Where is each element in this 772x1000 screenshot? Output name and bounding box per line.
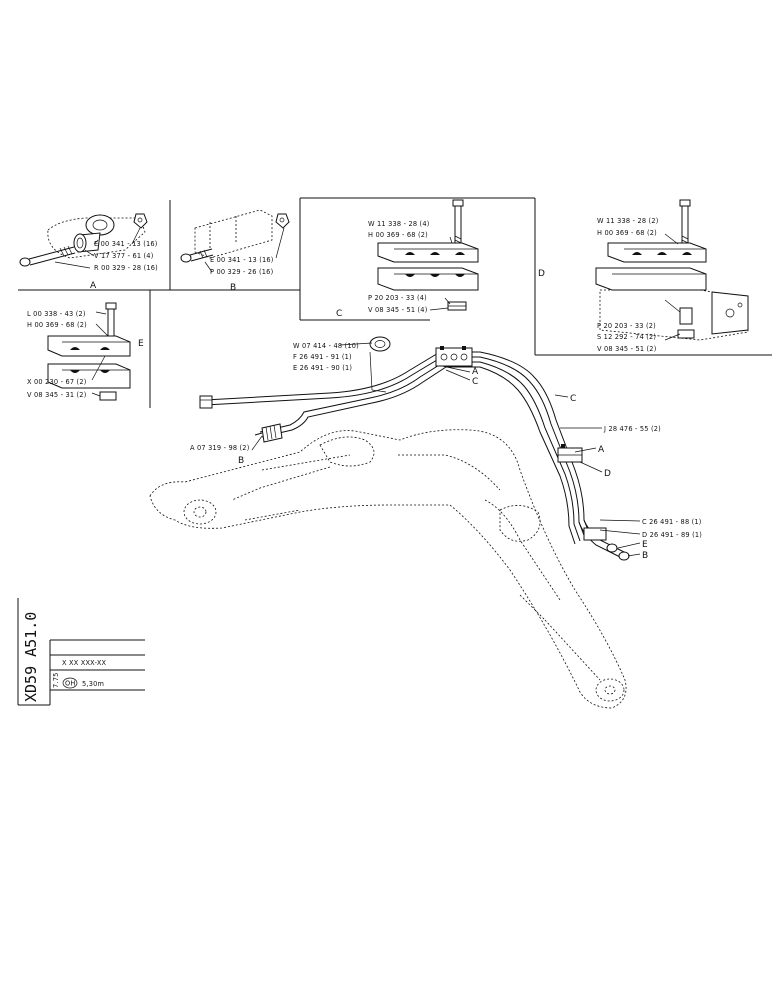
oh-label: OH — [65, 680, 76, 688]
panel-b-bolt — [180, 248, 214, 263]
panel-a-part-3: R 00 329 - 28 (16) — [94, 264, 158, 272]
panel-e-part-3: X 00 230 - 67 (2) — [27, 378, 86, 386]
lower-letter-b: B — [642, 551, 648, 561]
lower-letter-e: E — [642, 540, 648, 550]
right-letter-d: D — [604, 469, 611, 479]
panel-a-part-1: E 00 341 - 13 (16) — [94, 240, 158, 248]
panel-d-part-1: W 11 338 - 28 (2) — [597, 217, 659, 225]
drawing-date: 7.75 — [52, 673, 60, 688]
panel-c-clamp-top — [377, 242, 479, 263]
drawing-ref: X XX XXX-XX — [62, 659, 107, 667]
boom-length: 5,30m — [82, 680, 104, 688]
panel-e-letter: E — [138, 339, 144, 349]
oh-badge — [62, 677, 78, 689]
main-part-j: J 28 476 - 55 (2) — [603, 425, 661, 433]
panel-b-letter: B — [230, 283, 236, 293]
right-letter-c: C — [570, 394, 576, 404]
panel-a-leaders — [54, 227, 141, 269]
main-part-f: F 26 491 - 91 (1) — [293, 353, 352, 361]
panel-d-clamp-bottom — [595, 267, 707, 291]
panel-c: W 11 338 - 28 (4) H 00 369 - 68 (2) P 20… — [336, 199, 479, 319]
main-part-e: E 26 491 - 90 (1) — [293, 364, 352, 372]
fitting-part-a: A 07 319 - 98 (2) — [190, 444, 249, 452]
main-part-w: W 07 414 - 48 (10) — [293, 342, 359, 350]
panel-b: E 00 341 - 13 (16) P 00 329 - 26 (16) B — [180, 209, 290, 293]
panel-c-part-4: V 08 345 - 51 (4) — [368, 306, 427, 314]
manifold-letter-a: A — [472, 367, 479, 377]
panel-c-letter: C — [336, 309, 342, 319]
panel-d-clamp-top — [607, 242, 707, 263]
panel-d-part-4: S 12 292 - 74 (2) — [597, 333, 656, 341]
panel-e-part-1: L 00 338 - 43 (2) — [27, 310, 86, 318]
main-leaders — [251, 342, 641, 557]
panel-a: E 00 341 - 13 (16) V 17 377 - 61 (4) R 0… — [19, 213, 158, 291]
panel-d-letter: D — [538, 269, 545, 279]
boom-outline — [149, 429, 627, 709]
panel-d-bracket — [599, 289, 749, 341]
panel-c-part-1: W 11 338 - 28 (4) — [368, 220, 430, 228]
drawing-code: XD59 A51.0 — [22, 612, 40, 702]
hydraulic-lines — [199, 336, 630, 561]
right-letter-a: A — [598, 445, 605, 455]
panel-a-flange — [47, 213, 148, 259]
panel-e-clamp-bottom — [47, 363, 131, 389]
panel-a-letter: A — [90, 281, 97, 291]
title-block: XD59 A51.0 X XX XXX-XX 7.75 OH 5,30m — [17, 598, 145, 706]
panel-b-part-1: E 00 341 - 13 (16) — [210, 256, 274, 264]
panel-c-part-2: H 00 369 - 68 (2) — [368, 231, 428, 239]
panel-d: D W 11 338 - 28 (2) H 00 369 - 68 (2) P … — [538, 199, 749, 353]
main-part-c: C 26 491 - 88 (1) — [642, 518, 702, 526]
panel-a-bolt — [19, 245, 76, 267]
panel-e-part-4: V 08 345 - 31 (2) — [27, 391, 86, 399]
panel-e: L 00 338 - 43 (2) H 00 369 - 68 (2) E X … — [27, 302, 144, 401]
panel-b-part-2: P 00 329 - 26 (16) — [210, 268, 273, 276]
panel-d-part-2: H 00 369 - 68 (2) — [597, 229, 657, 237]
panel-a-part-2: V 17 377 - 61 (4) — [94, 252, 153, 260]
manifold — [435, 346, 473, 367]
manifold-letter-c: C — [472, 377, 478, 387]
panel-e-part-2: H 00 369 - 68 (2) — [27, 321, 87, 329]
fitting-a — [254, 423, 283, 443]
main-part-d: D 26 491 - 89 (1) — [642, 531, 702, 539]
fitting-letter-b: B — [238, 456, 244, 466]
swivel-fitting — [369, 336, 391, 352]
panel-e-clamp-top — [47, 335, 131, 357]
panel-frames — [18, 197, 772, 408]
panel-d-part-3: P 20 203 - 33 (2) — [597, 322, 656, 330]
panel-d-part-5: V 08 345 - 51 (2) — [597, 345, 656, 353]
panel-c-clamp-bottom — [377, 267, 479, 291]
panel-c-part-3: P 20 203 - 33 (4) — [368, 294, 427, 302]
mid-clamp — [557, 444, 583, 463]
